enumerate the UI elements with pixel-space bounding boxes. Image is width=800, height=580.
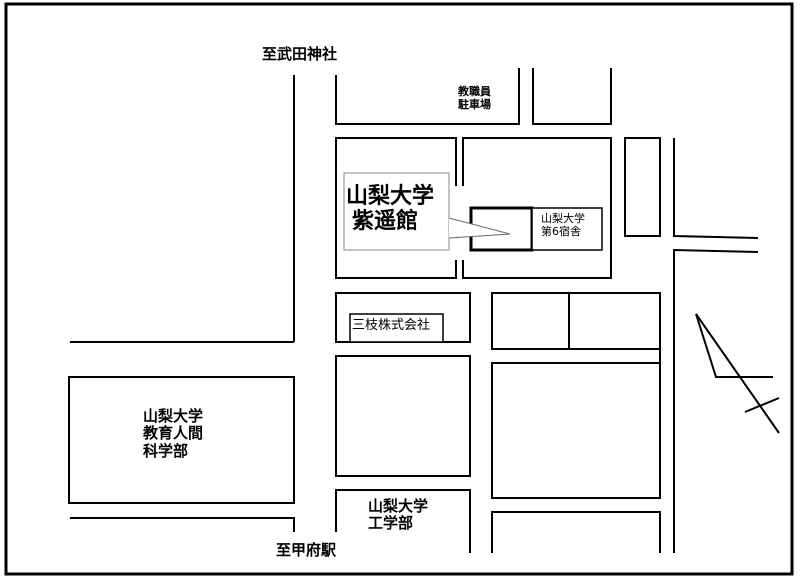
block-split [491,292,661,350]
block-northeast [532,68,612,125]
parking-lot-outline [335,68,520,125]
company-label-box [349,313,444,343]
education-label-line3: 科学部 [143,441,189,460]
staff-parking-line1: 教職員 [458,85,491,98]
engineering-label-line1: 山梨大学 [368,497,429,515]
engineering-label-line2: 工学部 [368,514,414,533]
engineering-faculty-block [335,489,471,553]
dorm-block [462,137,612,279]
callout-pointer [448,217,511,239]
direction-north-label: 至武田神社 [262,45,338,63]
block-middle-left [335,355,471,477]
education-label-line1: 山梨大学 [143,407,204,425]
venue-label-line1: 山梨大学 [346,184,435,209]
railway-symbol [695,313,773,378]
direction-south-label: 至甲府駅 [276,541,337,559]
venue-callout [343,172,450,251]
engineering-faculty-label: 山梨大学 工学部 [368,497,429,533]
staff-parking-label: 教職員 駐車場 [458,85,491,111]
narrow-block [624,137,661,237]
dorm-label: 山梨大学 第6宿舎 [541,212,585,238]
company-label: 三枝株式会社 [352,318,431,333]
road-east-lower [673,248,759,553]
venue-label-line2: 紫遥館 [352,209,419,235]
road-southwest [70,517,295,532]
education-faculty-building [68,376,295,504]
education-label-line2: 教育人間 [143,424,204,443]
staff-parking-line2: 駐車場 [458,97,491,111]
dorm-label-box [531,207,603,251]
venue-block [335,137,457,279]
block-middle-right [491,362,661,499]
education-faculty-label: 山梨大学 教育人間 科学部 [143,407,204,460]
road-east-upper [673,138,759,239]
venue-label: 山梨大学 紫遥館 [346,184,434,235]
dorm-label-line2: 第6宿舎 [541,224,581,238]
block-southeast [491,511,661,553]
dorm-label-line1: 山梨大学 [541,212,585,225]
map-frame [4,2,794,576]
